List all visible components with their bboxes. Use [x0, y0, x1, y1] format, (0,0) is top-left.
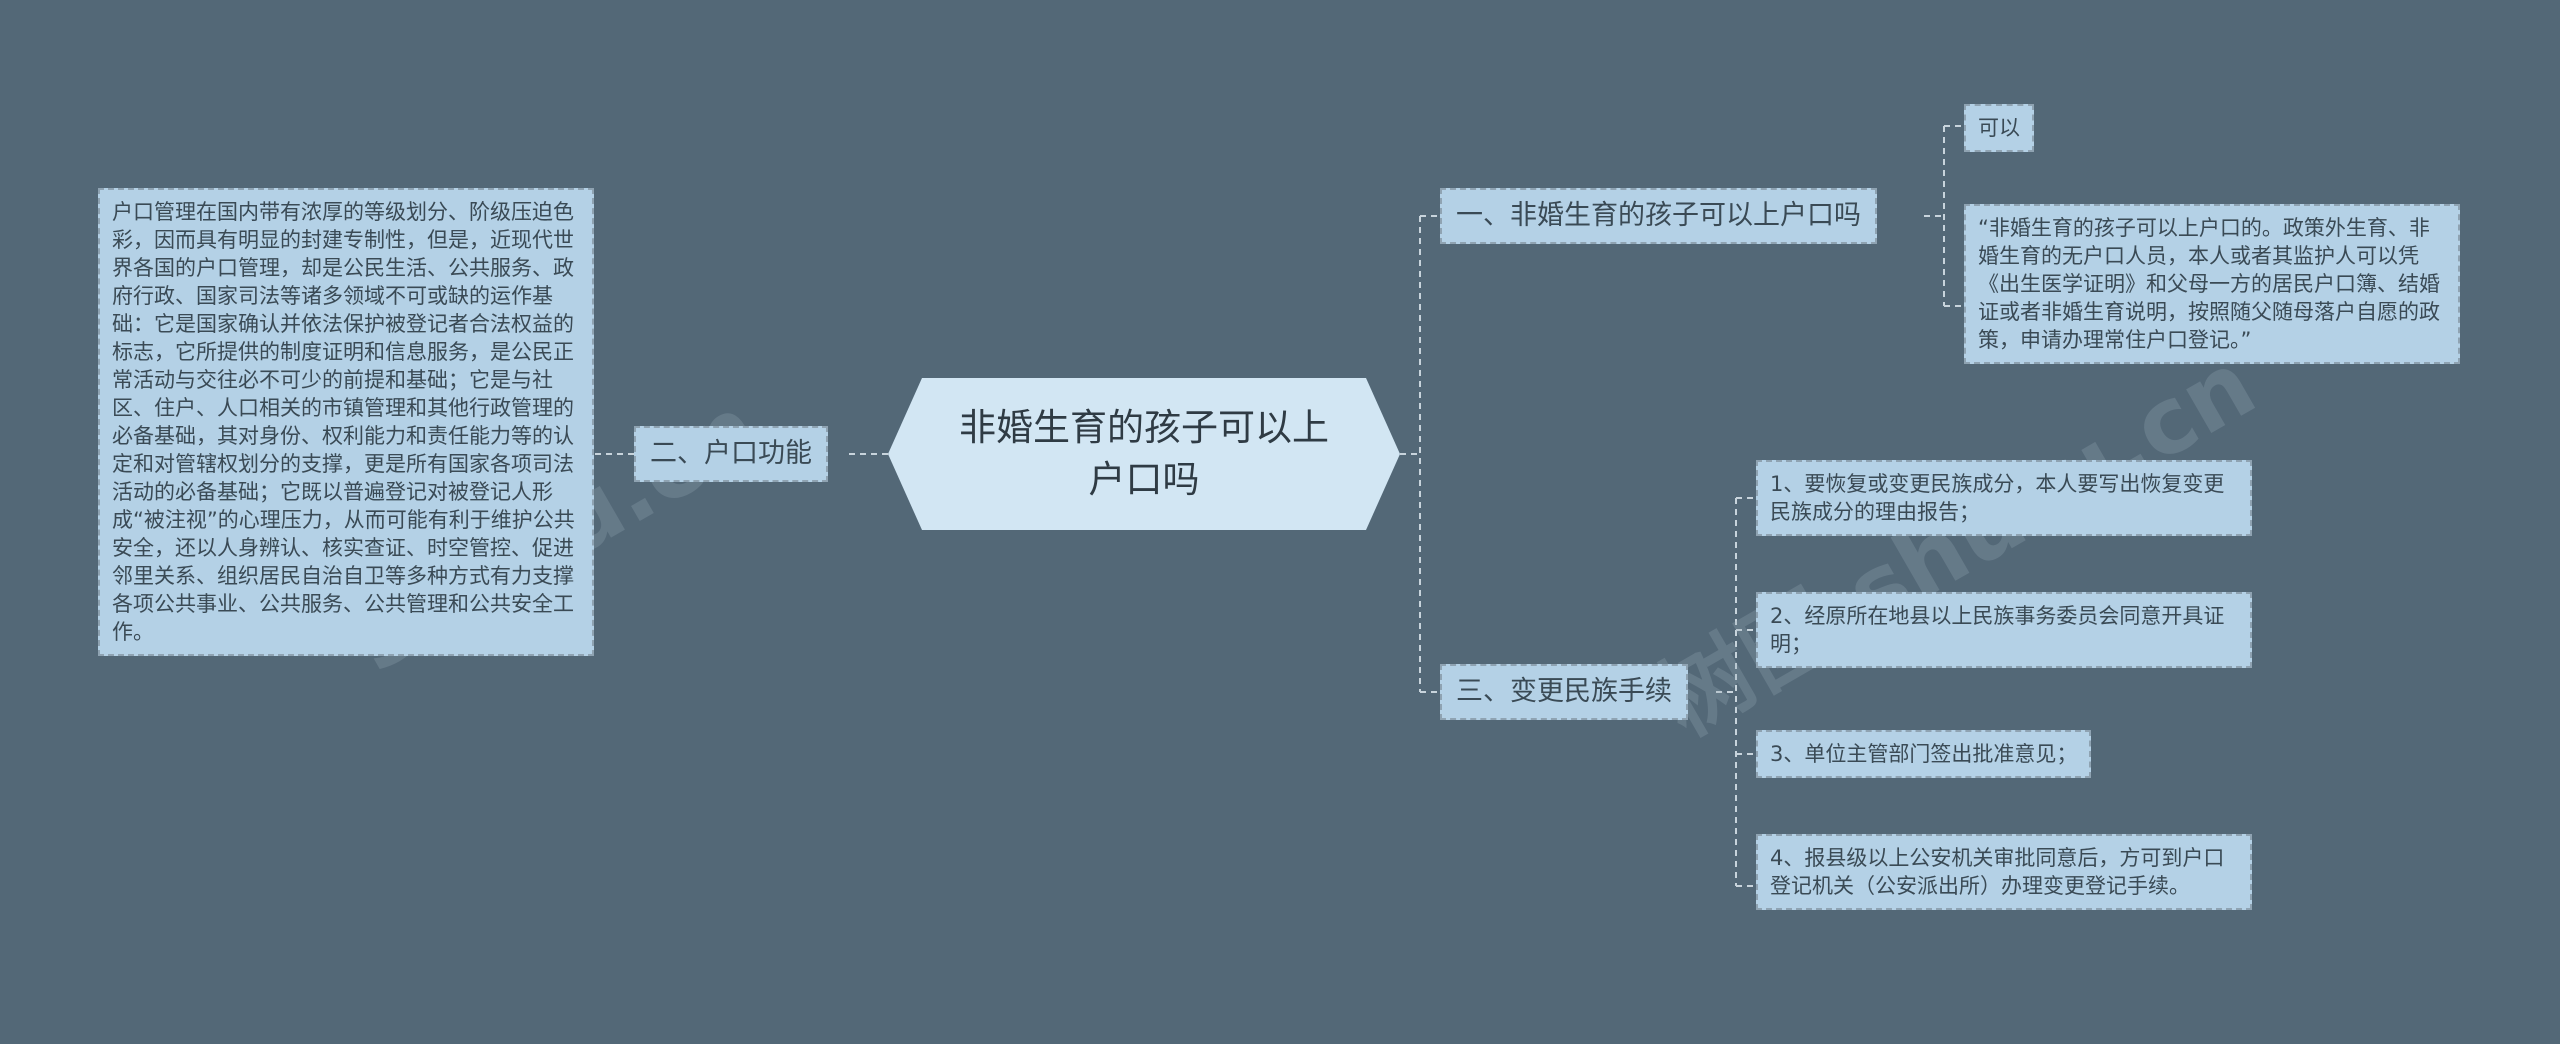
leaf-step-4[interactable]: 4、报县级以上公安机关审批同意后，方可到户口登记机关（公安派出所）办理变更登记手… [1756, 834, 2252, 910]
branch-can-register-hukou[interactable]: 一、非婚生育的孩子可以上户口吗 [1440, 188, 1877, 244]
branch-label: 一、非婚生育的孩子可以上户口吗 [1456, 200, 1861, 231]
branch-label: 三、变更民族手续 [1456, 676, 1672, 707]
connector-branch3-children [1716, 497, 1756, 887]
central-topic-label: 非婚生育的孩子可以上户口吗 [959, 406, 1329, 501]
leaf-text: 3、单位主管部门签出批准意见； [1770, 742, 2078, 766]
connector-center-to-right-branches [1400, 215, 1440, 693]
branch-label: 二、户口功能 [650, 438, 812, 469]
leaf-household-function-text[interactable]: 户口管理在国内带有浓厚的等级划分、阶级压迫色彩，因而具有明显的封建专制性，但是，… [98, 188, 594, 656]
branch-household-function[interactable]: 二、户口功能 [634, 426, 828, 482]
leaf-policy-quote[interactable]: “非婚生育的孩子可以上户口的。政策外生育、非婚生育的无户口人员，本人或者其监护人… [1964, 204, 2460, 364]
leaf-text: 1、要恢复或变更民族成分，本人要写出恢复变更民族成分的理由报告； [1770, 472, 2225, 524]
connector-branch1-children [1924, 125, 1964, 307]
leaf-text: 户口管理在国内带有浓厚的等级划分、阶级压迫色彩，因而具有明显的封建专制性，但是，… [112, 200, 575, 644]
leaf-step-3[interactable]: 3、单位主管部门签出批准意见； [1756, 730, 2092, 778]
leaf-text: 2、经原所在地县以上民族事务委员会同意开具证明； [1770, 604, 2225, 656]
leaf-step-1[interactable]: 1、要恢复或变更民族成分，本人要写出恢复变更民族成分的理由报告； [1756, 460, 2252, 536]
leaf-text: 4、报县级以上公安机关审批同意后，方可到户口登记机关（公安派出所）办理变更登记手… [1770, 846, 2225, 898]
leaf-text: “非婚生育的孩子可以上户口的。政策外生育、非婚生育的无户口人员，本人或者其监护人… [1978, 216, 2440, 352]
branch-change-ethnicity[interactable]: 三、变更民族手续 [1440, 664, 1688, 720]
leaf-answer-yes[interactable]: 可以 [1964, 104, 2034, 152]
leaf-text: 可以 [1978, 116, 2020, 140]
leaf-step-2[interactable]: 2、经原所在地县以上民族事务委员会同意开具证明； [1756, 592, 2252, 668]
central-topic[interactable]: 非婚生育的孩子可以上户口吗 [888, 378, 1400, 530]
